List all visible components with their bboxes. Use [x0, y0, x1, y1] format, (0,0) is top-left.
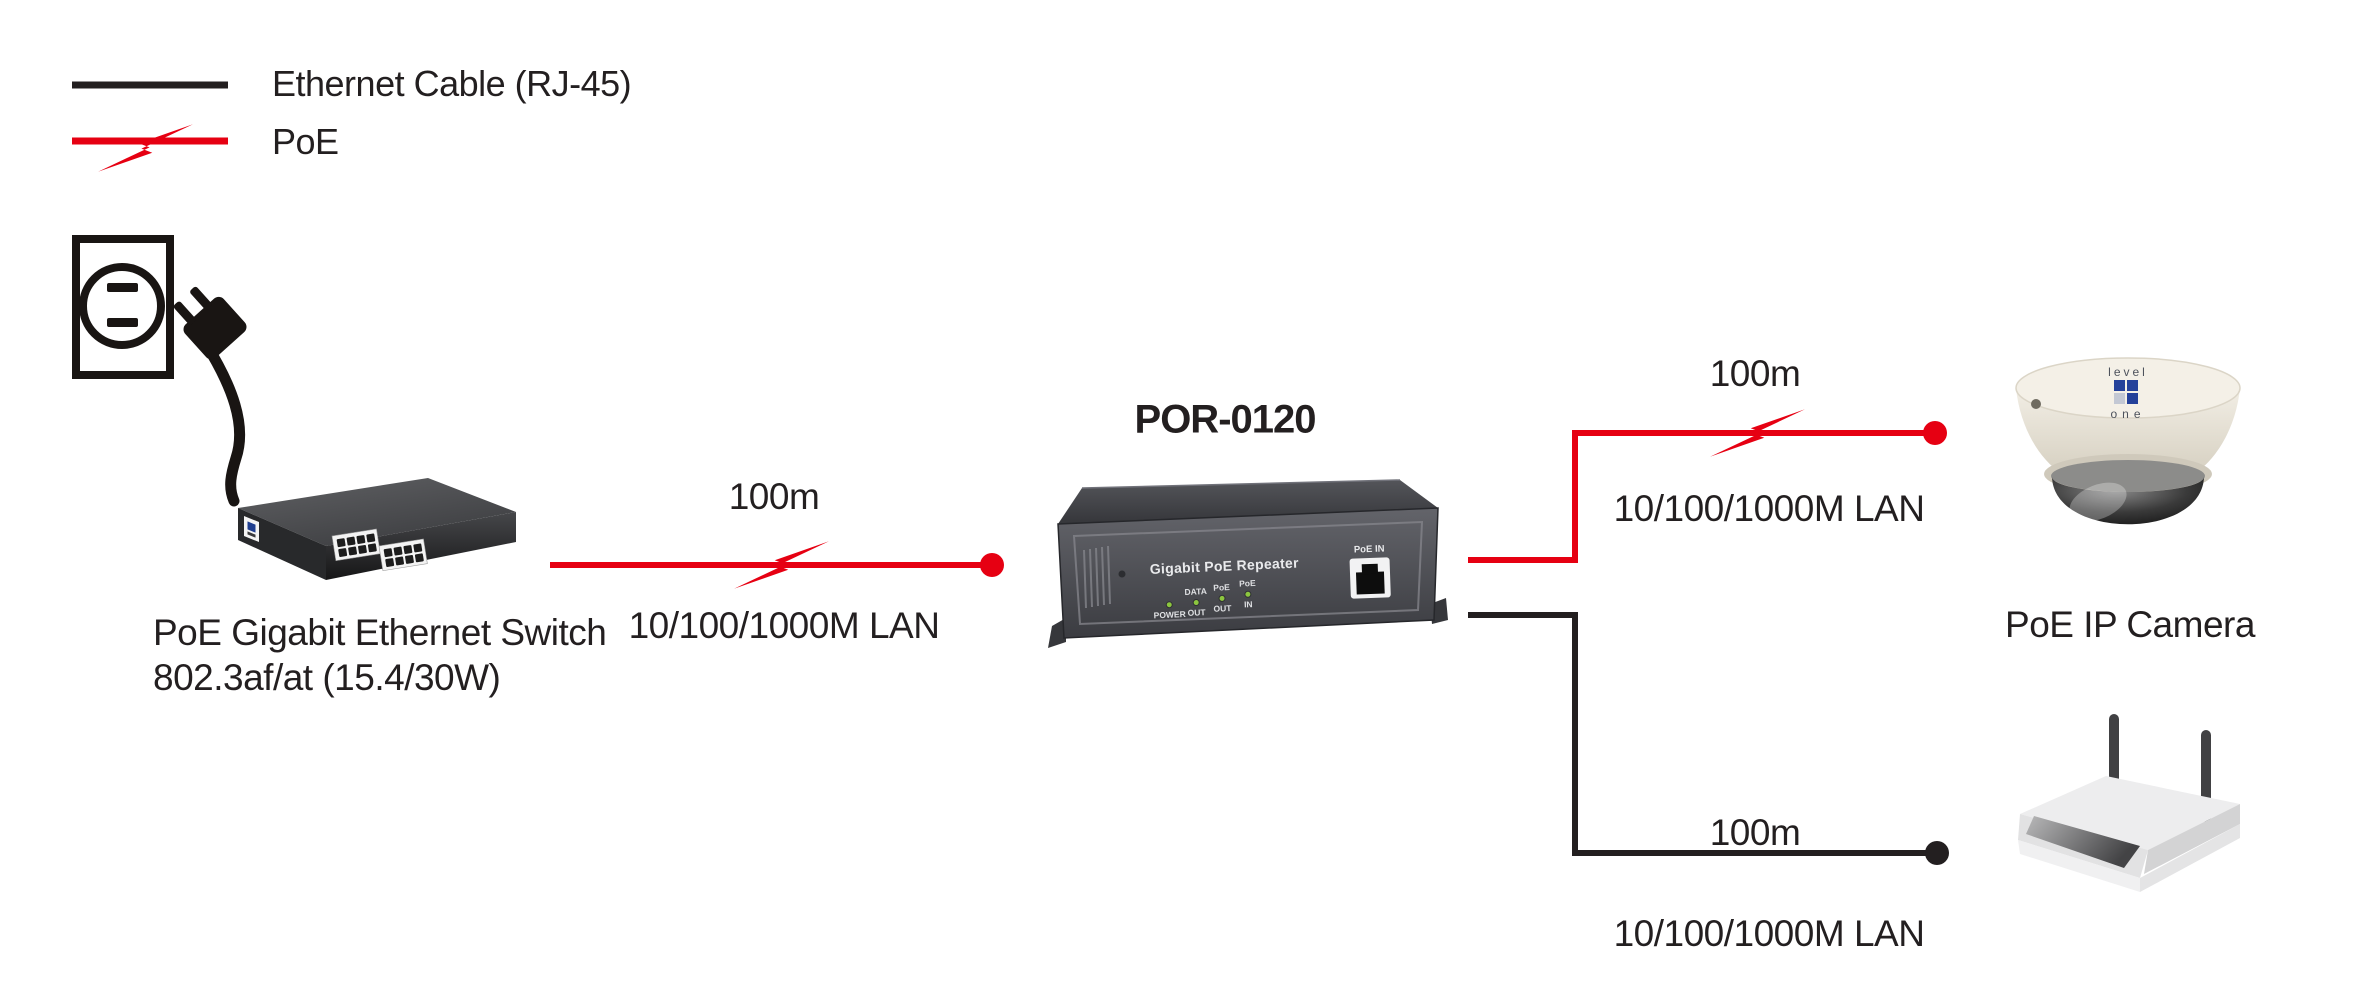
switch-label-line1: PoE Gigabit Ethernet Switch — [153, 612, 607, 653]
led-label-in: IN — [1244, 599, 1253, 609]
connection-endpoint-dot — [980, 553, 1004, 577]
cable3-speed-label: 10/100/1000M LAN — [1613, 913, 1925, 954]
power-cord — [200, 338, 246, 507]
cable-repeater-to-ap — [1468, 612, 1949, 865]
rj45-port-label: PoE IN — [1354, 543, 1385, 555]
repeater-front-label: Gigabit PoE Repeater — [1149, 554, 1299, 577]
cable3-distance-label: 100m — [1709, 812, 1801, 853]
levelone-logo: level one — [2108, 365, 2148, 421]
cable2-speed-label: 10/100/1000M LAN — [1613, 488, 1925, 529]
camera-dome — [2052, 477, 2204, 525]
cable2-distance-label: 100m — [1709, 353, 1801, 394]
dome-camera-illustration: level one — [2015, 357, 2241, 525]
access-point-illustration — [2018, 714, 2240, 892]
camera-label: PoE IP Camera — [2005, 604, 2255, 645]
port-block — [378, 538, 428, 572]
screw — [2031, 399, 2041, 409]
logo-text-bottom: one — [2110, 407, 2145, 421]
cable-repeater-to-camera — [1468, 409, 1947, 563]
cable-switch-to-repeater — [550, 541, 1004, 589]
connection-endpoint-dot — [1925, 841, 1949, 865]
repeater-model-title: POR-0120 — [1134, 397, 1317, 442]
switch-label-line2: 802.3af/at (15.4/30W) — [153, 657, 501, 698]
power-outlet-icon — [72, 235, 174, 379]
cable1-distance-label: 100m — [728, 476, 820, 517]
poe-repeater-illustration: Gigabit PoE Repeater POWER DATA OUT PoE … — [1048, 479, 1448, 648]
legend-poe-symbol — [72, 124, 228, 172]
led-label-data: DATA — [1184, 586, 1207, 597]
led-panel: POWER DATA OUT PoE OUT PoE IN — [1153, 578, 1256, 620]
led-label-out2: OUT — [1213, 603, 1232, 614]
poe-bolt-icon — [98, 124, 193, 172]
led-label-poe-in: PoE — [1239, 578, 1256, 589]
screw — [1118, 570, 1126, 578]
mount-flange — [1048, 618, 1066, 648]
legend-label-poe: PoE — [272, 121, 339, 162]
logo-text-top: level — [2108, 365, 2148, 379]
led-label-poe-out: PoE — [1213, 582, 1230, 593]
legend-label-ethernet: Ethernet Cable (RJ-45) — [272, 63, 632, 104]
vent-slats — [1083, 545, 1111, 609]
led-label-power: POWER — [1153, 609, 1186, 620]
cable1-speed-label: 10/100/1000M LAN — [628, 605, 940, 646]
rj45-port: PoE IN — [1349, 543, 1391, 599]
led-label-out1: OUT — [1187, 607, 1206, 618]
port-block — [331, 528, 381, 562]
connection-endpoint-dot — [1923, 421, 1947, 445]
poe-switch-illustration — [238, 478, 516, 580]
power-plug-icon — [173, 286, 247, 360]
levelone-logo — [244, 516, 259, 543]
